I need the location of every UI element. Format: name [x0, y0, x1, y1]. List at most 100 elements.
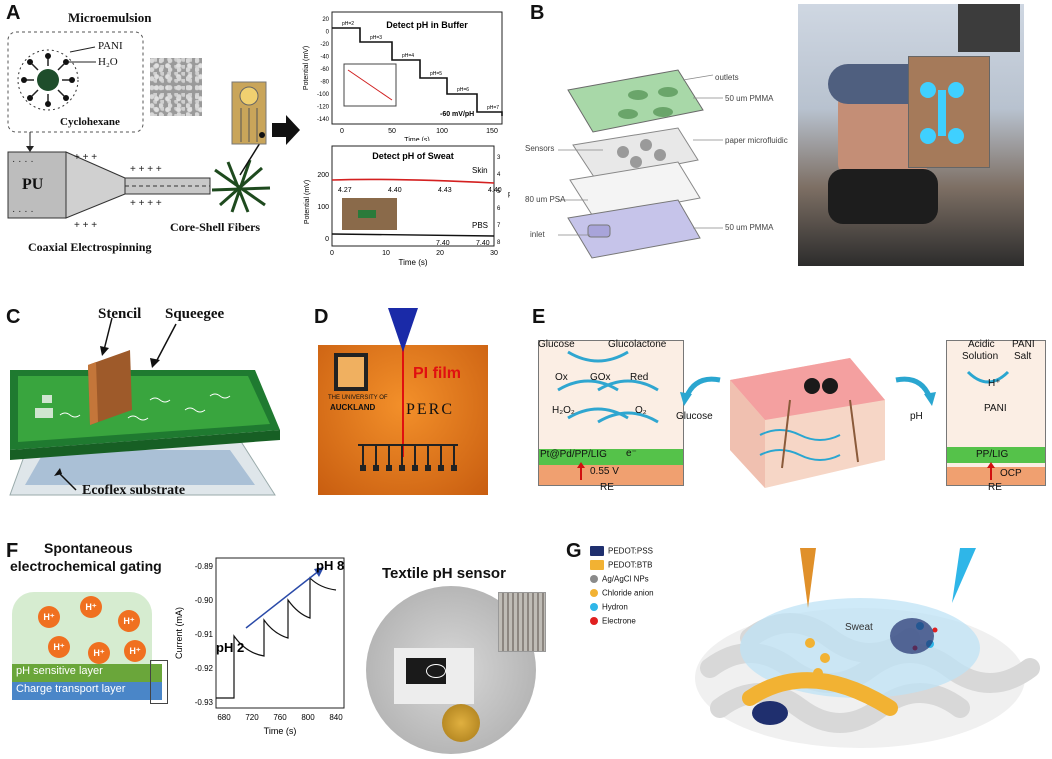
layer-stack-diagram: [558, 69, 723, 259]
gox-cycle-diagram: [557, 350, 659, 424]
inset-sensor: [358, 210, 376, 218]
y-tick-label: -0.89: [195, 562, 214, 571]
legend-label: Ag/AgCl NPs: [602, 574, 649, 584]
chart-ph-buffer: Detect pH in Buffer200-20-40-60-80-100-1…: [303, 11, 503, 141]
gox-label: GOx: [590, 372, 611, 383]
skin-value-label: 4.27: [338, 187, 352, 194]
hplus-label: H⁺: [988, 378, 1001, 389]
x-tick-label: 30: [490, 250, 498, 257]
ph-arrow-icon: [895, 376, 936, 406]
sensors-label: Sensors: [525, 144, 555, 153]
psa-label: 80 um PSA: [525, 195, 566, 204]
glucose-label: Glucose: [538, 339, 575, 350]
pani-cycle-diagram: [966, 370, 1010, 384]
y-tick-label: 0: [326, 30, 330, 36]
big-arrow-icon: [272, 115, 300, 145]
legend-item: Chloride anion: [590, 588, 654, 600]
y-right-axis-label: pH: [508, 191, 510, 198]
panel-b-label: B: [530, 2, 545, 24]
legend-label: PEDOT:BTB: [608, 560, 653, 570]
e-minus-label: e⁻: [626, 448, 637, 459]
x-tick-label: 20: [436, 250, 444, 257]
microemulsion-diagram: · · · ·· · · · + + ++ + + + + + ++ + + +: [7, 31, 271, 231]
screen-printing-diagram: [9, 317, 280, 496]
ph-arrow-label: pH: [910, 411, 923, 422]
pani-top-label: PANI: [1012, 339, 1035, 350]
y-tick-label: -0.92: [195, 664, 214, 673]
plot-frame: [331, 145, 495, 247]
x-tick-label: 100: [436, 128, 448, 135]
red-arrow-right-icon: [987, 462, 995, 480]
h-ion-icon: H⁺: [118, 610, 140, 632]
skin-series-line: [331, 178, 495, 184]
y-tick-label: -0.90: [195, 596, 214, 605]
red-arrow-icon: [577, 462, 585, 480]
ecoflex-label: Ecoflex substrate: [82, 483, 186, 498]
svg-text:· · · ·: · · · ·: [12, 156, 34, 167]
x-tick-label: 680: [217, 713, 231, 722]
y-right-tick-label: 5: [497, 189, 501, 195]
ocp-label: OCP: [1000, 468, 1022, 479]
x-tick-label: 760: [273, 713, 287, 722]
acidic-label: Acidic: [968, 339, 995, 350]
auckland-label: AUCKLAND: [330, 403, 376, 412]
inlet-label: inlet: [530, 230, 545, 239]
slope-label: -60 mV/pH: [440, 111, 474, 118]
step-label: pH=6: [457, 87, 469, 93]
sem-image: [150, 58, 202, 116]
y-right-tick-label: 3: [497, 155, 501, 161]
glucose-sensor-box: [538, 340, 684, 486]
x-tick-label: 840: [329, 713, 343, 722]
legend-item: Electrone: [590, 616, 636, 628]
microemulsion-label: Microemulsion: [68, 10, 152, 25]
cyclist-photo: [798, 4, 1024, 266]
h-ion-icon: H⁺: [124, 640, 146, 662]
x-tick-label: 10: [382, 250, 390, 257]
legend-swatch-icon: [590, 602, 598, 611]
squeegee-label: Squeegee: [165, 306, 225, 322]
legend-swatch-icon: [590, 616, 598, 625]
y-axis-label: Potential (mV): [303, 46, 310, 90]
current-series-line: [216, 576, 337, 699]
x-tick-label: 0: [340, 128, 344, 135]
h2o-label: H₂O: [98, 56, 118, 68]
cyclohexane-label: Cyclohexane: [60, 116, 120, 128]
legend-item: Hydron: [590, 602, 628, 614]
legend-label: Hydron: [602, 602, 628, 612]
svg-text:+ + +: + + +: [74, 152, 97, 163]
textile-sweat-illustration: [690, 548, 1040, 753]
step-label: pH=5: [430, 71, 442, 77]
pi-film-label: PI film: [413, 365, 462, 382]
y-tick-label: -80: [320, 80, 329, 86]
ph-layer-bar: [12, 664, 162, 682]
x-axis-label: Time (s): [404, 137, 429, 141]
charge-layer-label: Charge transport layer: [16, 683, 126, 695]
pu-label: PU: [22, 176, 44, 193]
university-label: THE UNIVERSITY OF: [328, 395, 388, 401]
pbs-value-label: 7.40: [476, 240, 490, 247]
y-tick-label: -100: [317, 92, 330, 98]
coin-icon: [442, 704, 480, 742]
pmma-bottom-label: 50 um PMMA: [725, 223, 774, 232]
core-shell-label: Core-Shell Fibers: [170, 220, 261, 234]
legend-item: PEDOT:PSS: [590, 546, 653, 558]
skin-value-label: 4.40: [488, 187, 502, 194]
y-tick-label: -120: [317, 105, 330, 111]
ph2-label: pH 2: [216, 640, 244, 655]
x-axis-label: Time (s): [264, 726, 297, 736]
svg-text:+ + + +: + + + +: [130, 198, 162, 209]
y-tick-label: 100: [317, 204, 329, 211]
sweat-label: Sweat: [845, 622, 873, 633]
skin-label: Skin: [472, 166, 488, 175]
step-label: pH=4: [402, 53, 414, 59]
stencil-label: Stencil: [98, 306, 142, 322]
y-tick-label: -60: [320, 67, 329, 73]
pmma-top-label: 50 um PMMA: [725, 94, 774, 103]
paper-microfluidic-label: paper microfluidic: [725, 136, 788, 145]
electrode-left-label: Pt@Pd/PP/LIG: [540, 449, 607, 460]
step-label: pH=3: [370, 35, 382, 41]
h-ion-icon: H⁺: [88, 642, 110, 664]
y-tick-label: 0: [325, 236, 329, 243]
